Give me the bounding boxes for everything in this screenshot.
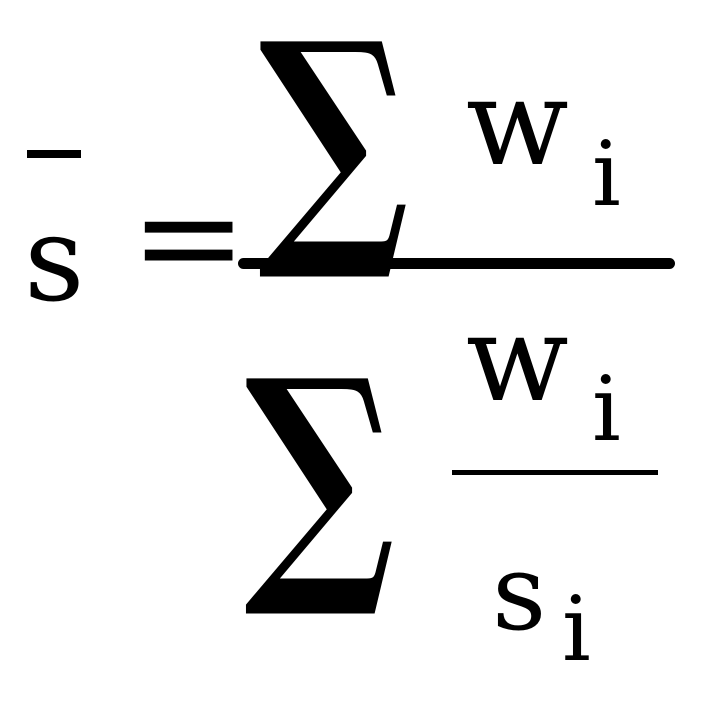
numerator-weight: w	[466, 54, 569, 193]
equals-sign: =	[130, 156, 248, 319]
inner-fraction-numerator-weight: w	[466, 290, 569, 429]
numerator-weight-subscript: i	[592, 122, 621, 227]
inner-fraction-denominator-symbol: s	[492, 531, 547, 654]
inner-fraction-numerator-subscript: i	[592, 357, 621, 462]
main-fraction-bar	[238, 258, 675, 269]
lhs-symbol: s	[24, 190, 85, 328]
mean-overbar	[27, 150, 81, 158]
numerator-summation-sign: ∑	[258, 0, 410, 288]
inner-fraction-bar	[452, 470, 658, 475]
inner-fraction-denominator-subscript: i	[562, 577, 591, 682]
denominator-summation-sign: ∑	[244, 322, 396, 625]
